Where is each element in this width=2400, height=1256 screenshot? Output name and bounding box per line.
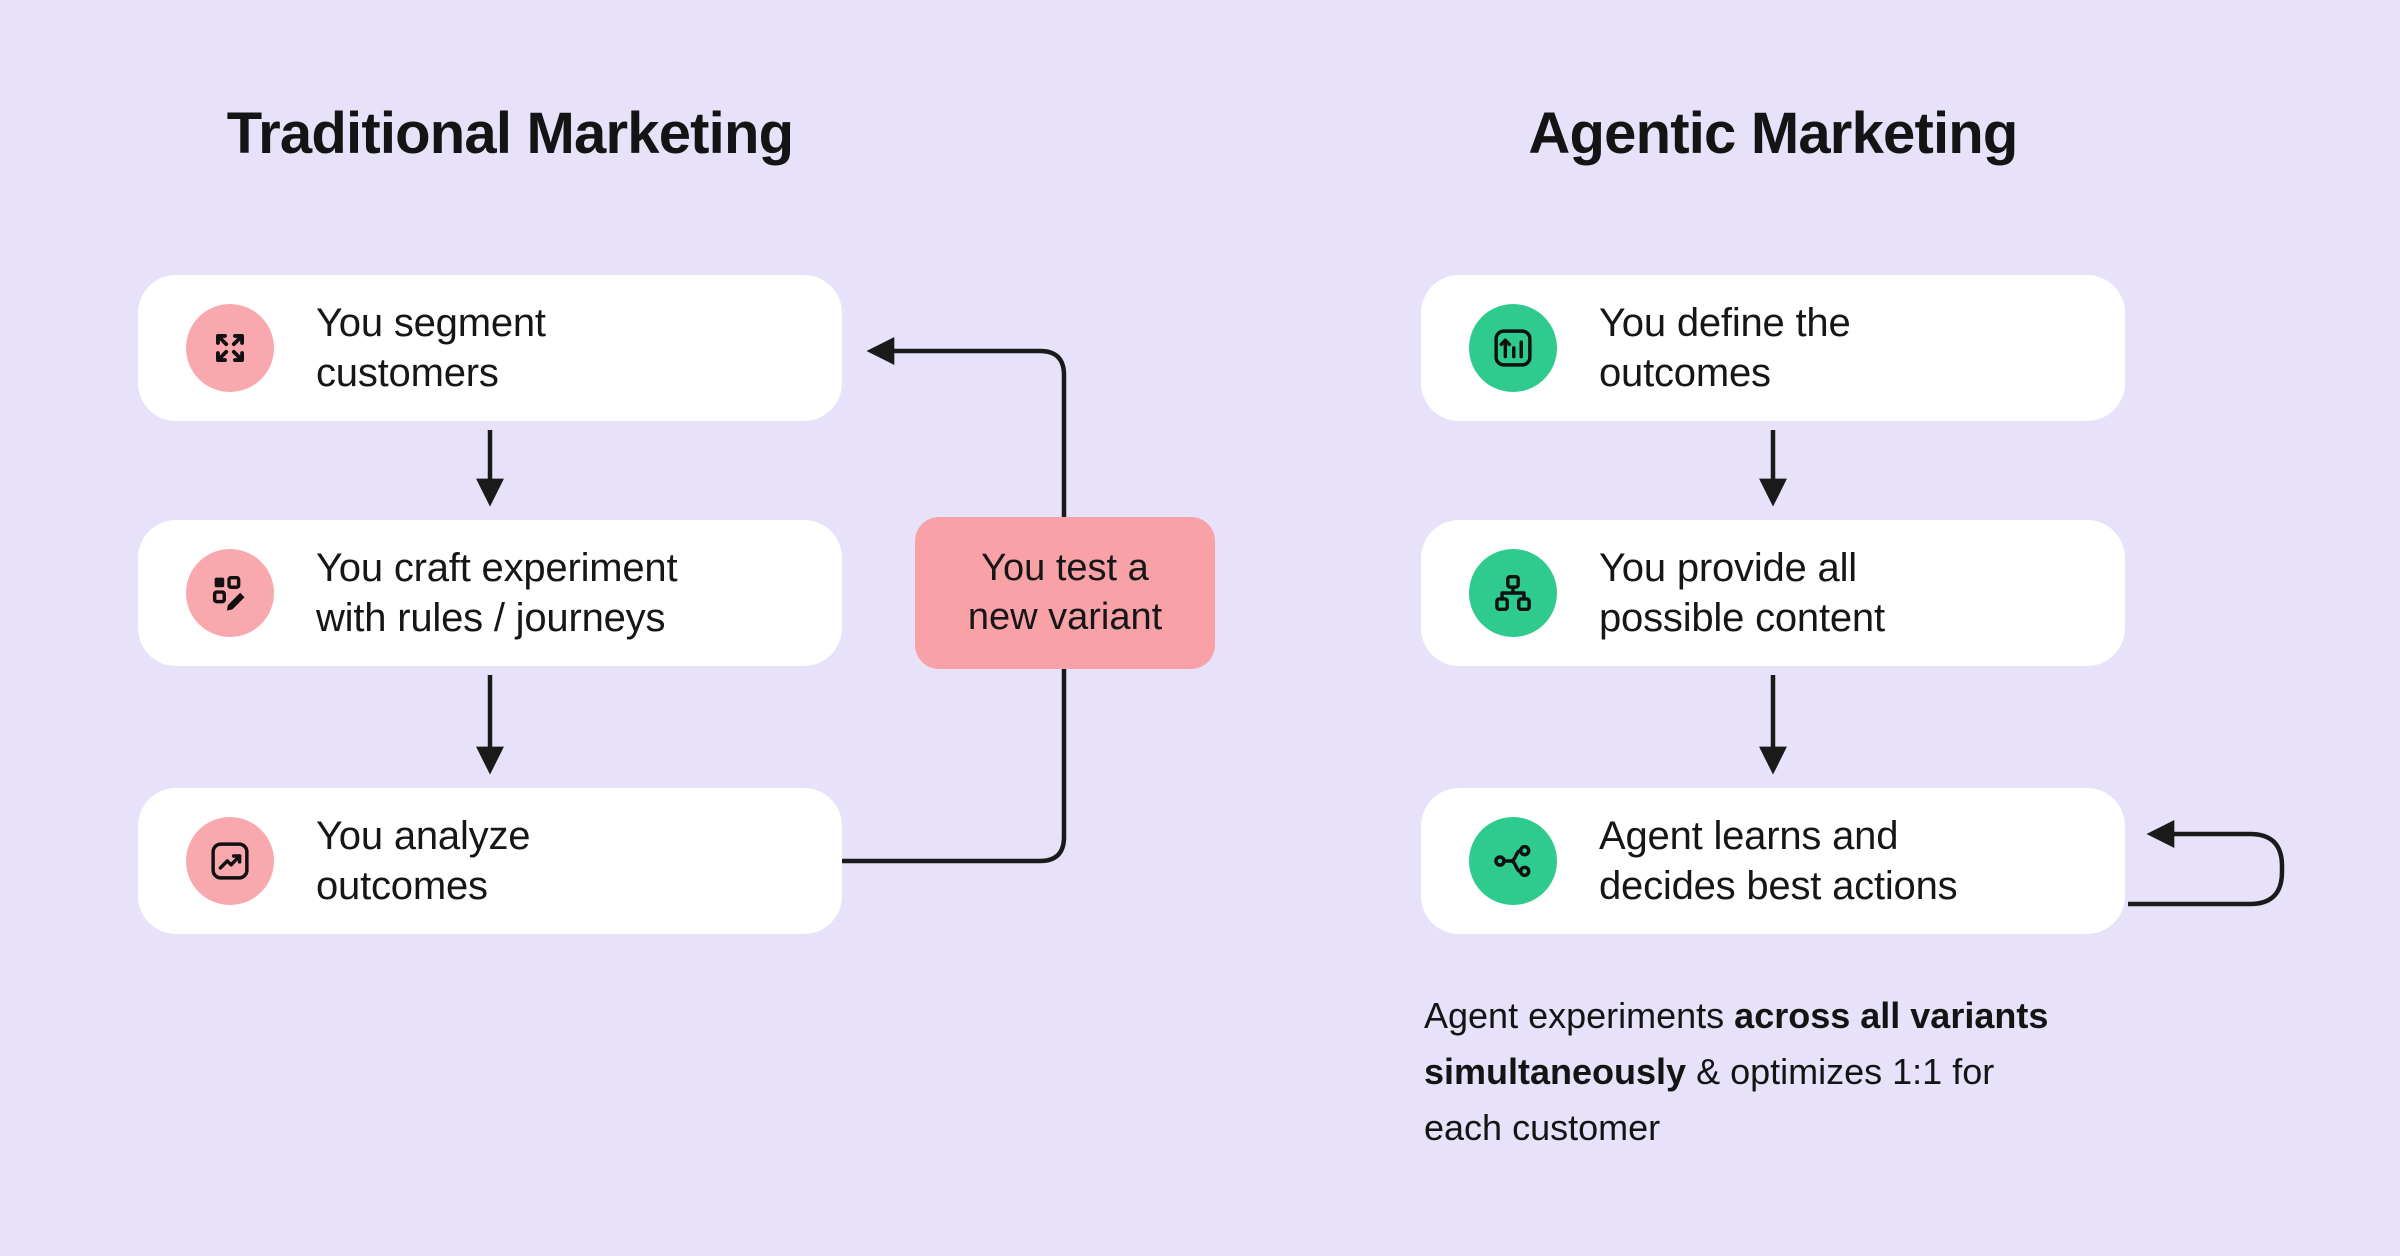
analyze-icon — [186, 817, 274, 905]
card-label: You craft experiment with rules / journe… — [316, 546, 678, 640]
card-label: Agent learns and decides best actions — [1599, 814, 1958, 908]
card-label: You segment customers — [316, 301, 546, 395]
content-tree-icon — [1469, 549, 1557, 637]
card-label: You analyze outcomes — [316, 814, 531, 908]
agentic-footnote: Agent experiments across all variants si… — [1424, 988, 2204, 1155]
card-provide-content: You provide all possible content — [1421, 520, 2125, 666]
card-segment-customers: You segment customers — [138, 275, 842, 421]
experiment-icon — [186, 549, 274, 637]
card-label: You define the outcomes — [1599, 301, 1851, 395]
traditional-marketing-title: Traditional Marketing — [226, 101, 794, 166]
card-label: You provide all possible content — [1599, 546, 1885, 640]
agent-decision-icon — [1469, 817, 1557, 905]
card-analyze-outcomes: You analyze outcomes — [138, 788, 842, 934]
agentic-marketing-title: Agentic Marketing — [1528, 101, 2018, 166]
test-new-variant-box: You test a new variant — [915, 517, 1215, 669]
segment-icon — [186, 304, 274, 392]
footnote-text-normal: & optimizes 1:1 for each customer — [1424, 1050, 1995, 1148]
card-craft-experiment: You craft experiment with rules / journe… — [138, 520, 842, 666]
footnote-text-normal: Agent experiments — [1424, 995, 1735, 1036]
define-outcomes-icon — [1469, 304, 1557, 392]
card-agent-learns: Agent learns and decides best actions — [1421, 788, 2125, 934]
card-define-outcomes: You define the outcomes — [1421, 275, 2125, 421]
arrow-self-loop — [2128, 820, 2285, 907]
footnote-text-bold: across all variants simultaneously — [1424, 995, 2049, 1092]
